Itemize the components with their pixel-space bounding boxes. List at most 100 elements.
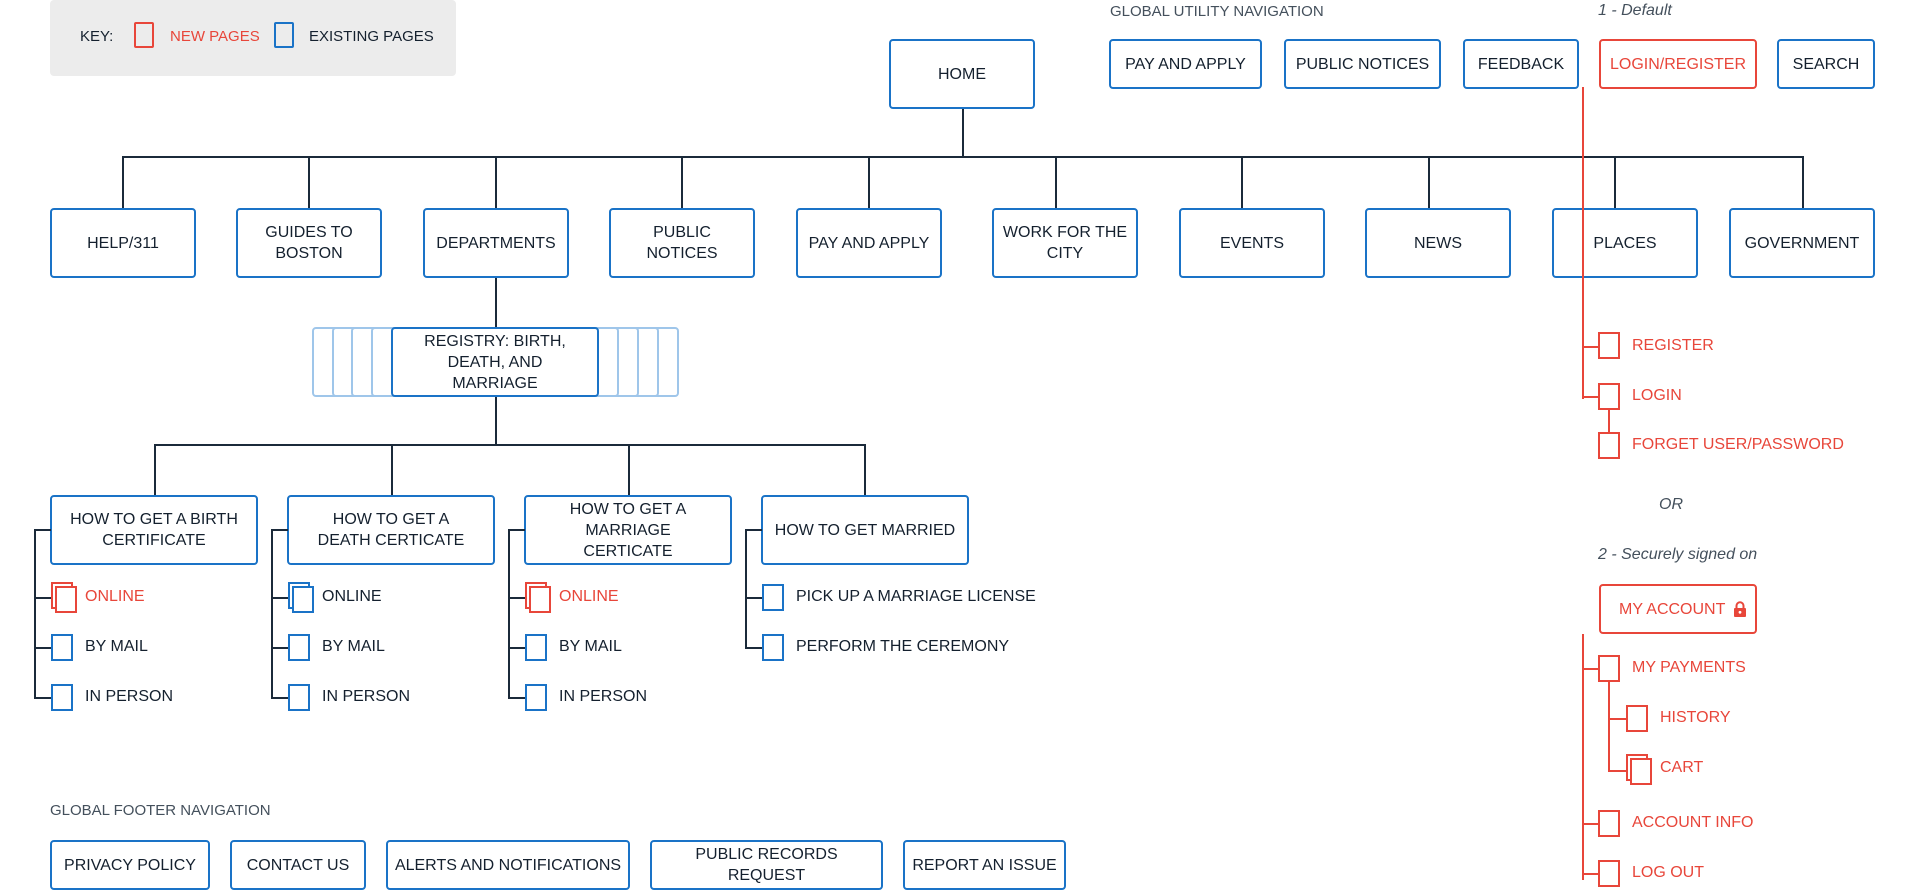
page-icon bbox=[1598, 432, 1620, 459]
page-icon bbox=[1598, 655, 1620, 682]
page-icon bbox=[529, 586, 551, 613]
history-label[interactable]: HISTORY bbox=[1660, 709, 1731, 726]
utility-public-notices[interactable]: PUBLIC NOTICES bbox=[1284, 39, 1441, 89]
utility-search[interactable]: SEARCH bbox=[1777, 39, 1875, 89]
existing-page-swatch bbox=[274, 22, 294, 48]
login-label[interactable]: LOGIN bbox=[1632, 387, 1682, 404]
legend-key: KEY: NEW PAGES EXISTING PAGES bbox=[50, 0, 456, 76]
connector bbox=[1055, 156, 1057, 209]
signed-on-label: 2 - Securely signed on bbox=[1598, 546, 1758, 563]
connector bbox=[745, 597, 763, 599]
home-node[interactable]: HOME bbox=[889, 39, 1035, 109]
connector bbox=[1241, 156, 1243, 209]
my-account-node[interactable]: MY ACCOUNT bbox=[1599, 584, 1757, 634]
or-label: OR bbox=[1659, 496, 1683, 513]
page-icon bbox=[525, 684, 547, 711]
connector bbox=[308, 156, 310, 209]
connector bbox=[271, 529, 288, 531]
marriage-certificate-node[interactable]: HOW TO GET A MARRIAGE CERTICATE bbox=[524, 495, 732, 565]
death-by-mail-label[interactable]: BY MAIL bbox=[322, 638, 385, 655]
login-connector bbox=[1582, 87, 1584, 399]
registry-node[interactable]: REGISTRY: BIRTH, DEATH, AND MARRIAGE bbox=[391, 327, 599, 397]
my-payments-label[interactable]: MY PAYMENTS bbox=[1632, 659, 1746, 676]
footer-privacy-policy[interactable]: PRIVACY POLICY bbox=[50, 840, 210, 890]
nav-government[interactable]: GOVERNMENT bbox=[1729, 208, 1875, 278]
departments-connector bbox=[495, 278, 497, 328]
utility-feedback[interactable]: FEEDBACK bbox=[1463, 39, 1579, 89]
nav-help-311[interactable]: HELP/311 bbox=[50, 208, 196, 278]
connector bbox=[1802, 156, 1804, 209]
connector bbox=[271, 697, 289, 699]
log-out-label[interactable]: LOG OUT bbox=[1632, 864, 1705, 881]
marriage-by-mail-label[interactable]: BY MAIL bbox=[559, 638, 622, 655]
register-label[interactable]: REGISTER bbox=[1632, 337, 1714, 354]
footer-public-records-request[interactable]: PUBLIC RECORDS REQUEST bbox=[650, 840, 883, 890]
death-in-person-label[interactable]: IN PERSON bbox=[322, 688, 411, 705]
key-new-pages: NEW PAGES bbox=[170, 28, 260, 45]
connector bbox=[154, 444, 156, 496]
connector bbox=[34, 597, 52, 599]
birth-in-person-label[interactable]: IN PERSON bbox=[85, 688, 174, 705]
nav-public-notices[interactable]: PUBLIC NOTICES bbox=[609, 208, 755, 278]
forget-password-label[interactable]: FORGET USER/PASSWORD bbox=[1632, 436, 1844, 453]
footer-contact-us[interactable]: CONTACT US bbox=[230, 840, 366, 890]
connector bbox=[1614, 156, 1616, 209]
default-state-label: 1 - Default bbox=[1598, 2, 1672, 19]
utility-pay-and-apply[interactable]: PAY AND APPLY bbox=[1109, 39, 1262, 89]
connector bbox=[508, 529, 525, 531]
birth-by-mail-label[interactable]: BY MAIL bbox=[85, 638, 148, 655]
utility-nav-heading: GLOBAL UTILITY NAVIGATION bbox=[1110, 3, 1324, 20]
registry-bus bbox=[154, 444, 865, 446]
page-icon bbox=[288, 684, 310, 711]
page-icon bbox=[1598, 810, 1620, 837]
nav-pay-and-apply[interactable]: PAY AND APPLY bbox=[796, 208, 942, 278]
birth-certificate-node[interactable]: HOW TO GET A BIRTH CERTIFICATE bbox=[50, 495, 258, 565]
page-icon bbox=[1626, 705, 1648, 732]
marriage-online-label[interactable]: ONLINE bbox=[559, 588, 619, 605]
connector bbox=[745, 529, 747, 648]
page-icon bbox=[1598, 332, 1620, 359]
connector bbox=[1582, 396, 1598, 398]
marriage-in-person-label[interactable]: IN PERSON bbox=[559, 688, 648, 705]
page-icon bbox=[762, 584, 784, 611]
connector bbox=[1608, 718, 1626, 720]
connector bbox=[122, 156, 124, 209]
death-certificate-node[interactable]: HOW TO GET A DEATH CERTICATE bbox=[287, 495, 495, 565]
connector bbox=[864, 444, 866, 496]
page-icon bbox=[51, 684, 73, 711]
marriage-license-label[interactable]: PICK UP A MARRIAGE LICENSE bbox=[796, 588, 1036, 605]
cart-label[interactable]: CART bbox=[1660, 759, 1704, 776]
get-married-node[interactable]: HOW TO GET MARRIED bbox=[761, 495, 969, 565]
connector bbox=[1582, 668, 1598, 670]
key-label: KEY: bbox=[80, 28, 114, 45]
page-icon bbox=[288, 634, 310, 661]
connector bbox=[1428, 156, 1430, 209]
account-info-label[interactable]: ACCOUNT INFO bbox=[1632, 814, 1754, 831]
connector bbox=[391, 444, 393, 496]
nav-events[interactable]: EVENTS bbox=[1179, 208, 1325, 278]
nav-guides-to-boston[interactable]: GUIDES TO BOSTON bbox=[236, 208, 382, 278]
nav-news[interactable]: NEWS bbox=[1365, 208, 1511, 278]
footer-alerts-notifications[interactable]: ALERTS AND NOTIFICATIONS bbox=[386, 840, 630, 890]
connector bbox=[271, 529, 273, 698]
page-icon bbox=[762, 634, 784, 661]
connector bbox=[1608, 410, 1610, 434]
birth-online-label[interactable]: ONLINE bbox=[85, 588, 145, 605]
connector bbox=[34, 529, 51, 531]
nav-places[interactable]: PLACES bbox=[1552, 208, 1698, 278]
new-page-swatch bbox=[134, 22, 154, 48]
connector bbox=[1582, 873, 1598, 875]
nav-work-for-the-city[interactable]: WORK FOR THE CITY bbox=[992, 208, 1138, 278]
death-online-label[interactable]: ONLINE bbox=[322, 588, 382, 605]
page-icon bbox=[55, 586, 77, 613]
page-icon bbox=[51, 634, 73, 661]
page-icon bbox=[525, 634, 547, 661]
nav-departments[interactable]: DEPARTMENTS bbox=[423, 208, 569, 278]
connector bbox=[1582, 346, 1598, 348]
page-icon bbox=[1598, 383, 1620, 410]
footer-report-an-issue[interactable]: REPORT AN ISSUE bbox=[903, 840, 1066, 890]
page-icon bbox=[1598, 860, 1620, 887]
connector bbox=[508, 529, 510, 698]
ceremony-label[interactable]: PERFORM THE CEREMONY bbox=[796, 638, 1010, 655]
utility-login-register[interactable]: LOGIN/REGISTER bbox=[1599, 39, 1757, 89]
